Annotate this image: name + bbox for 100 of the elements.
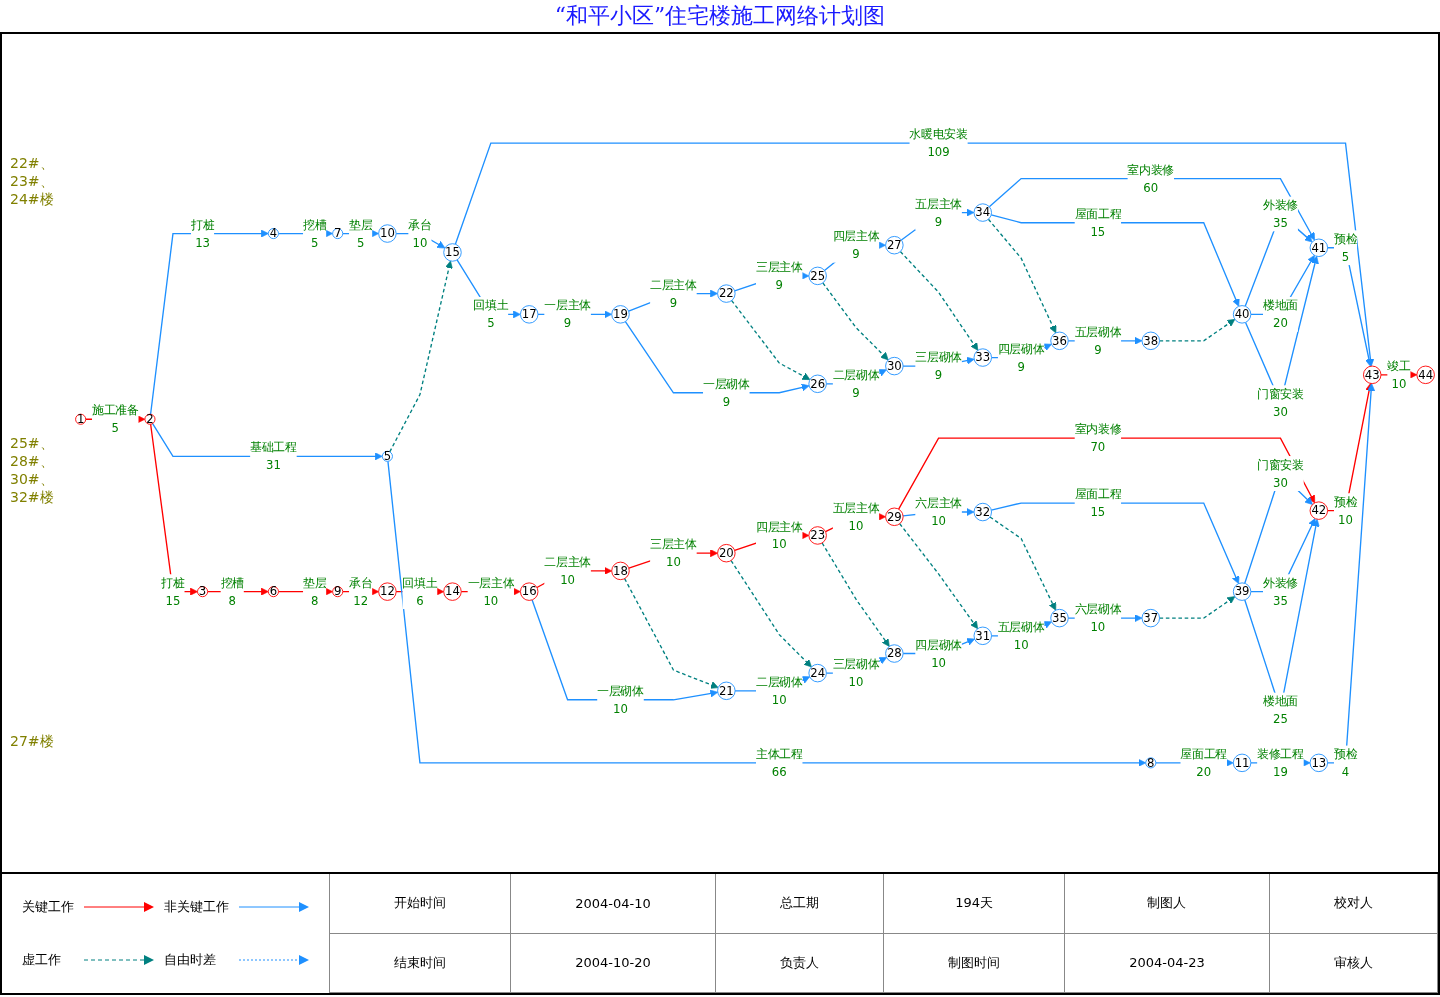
node-circle: 44 (1416, 365, 1435, 385)
arrow (988, 177, 1315, 241)
arrow (821, 542, 890, 647)
edge-label: 预检 5 (1333, 232, 1358, 264)
edge-label: 一层主体 9 (544, 298, 591, 330)
edge-label: 回填土 5 (473, 298, 509, 330)
node-circle: 6 (267, 586, 279, 598)
edge-label: 门窗安装 30 (1257, 387, 1304, 418)
arrow (389, 260, 453, 453)
edge-label: 施工准备 5 (91, 403, 139, 435)
table-text: 制图时间 (884, 933, 1066, 993)
node-circle: 28 (885, 644, 904, 663)
node-circle: 14 (443, 582, 462, 601)
node-circle: 19 (611, 305, 630, 324)
node-circle: 24 (808, 663, 827, 683)
node-circle: 35 (1050, 608, 1069, 628)
edge-label: 五层主体 10 (832, 501, 880, 533)
node-circle: 2 (144, 413, 156, 425)
edge-label: 打桩 15 (161, 575, 185, 607)
edge-label: 竣工 10 (1387, 359, 1411, 391)
table-text: 194天 (884, 874, 1066, 934)
edge-label: 预检 4 (1333, 747, 1358, 779)
lane-label: 27#楼 (10, 733, 55, 751)
edge-label: 屋面工程 20 (1180, 747, 1228, 779)
node-circle: 18 (611, 561, 630, 581)
node-circle: 10 (378, 224, 397, 243)
node-circle: 38 (1141, 331, 1160, 351)
node-circle: 41 (1309, 238, 1329, 257)
arrow (898, 437, 1316, 510)
node-circle: 7 (332, 228, 344, 240)
node-circle: 13 (1309, 753, 1329, 773)
node-circle: 3 (197, 586, 209, 598)
arrow (731, 299, 811, 380)
table-text: 负责人 (715, 933, 884, 993)
node-circle: 1 (75, 413, 87, 425)
node-circle: 17 (520, 305, 539, 324)
edge-label: 外装修 35 (1262, 575, 1298, 607)
node-circle: 27 (885, 236, 904, 255)
edge-label: 一层砌体 10 (597, 684, 644, 716)
edge-label: 主体工程 66 (755, 747, 803, 779)
node-circle: 29 (885, 507, 904, 526)
arrow (822, 282, 889, 361)
table-text: 2004-04-23 (1065, 933, 1270, 993)
node-circle: 20 (717, 543, 736, 563)
node-circle: 16 (520, 582, 539, 601)
node-circle: 15 (443, 243, 462, 262)
node-circle: 12 (378, 582, 397, 601)
table-text: 审核人 (1269, 933, 1438, 993)
lane-label: 25#、28#、30#、32#楼 (10, 435, 55, 507)
edge-label: 挖槽 5 (303, 217, 327, 249)
edge-label: 承台 10 (408, 217, 432, 249)
arrow (1158, 596, 1236, 619)
node-circle: 32 (973, 502, 992, 522)
edge-label: 装修工程 19 (1257, 747, 1304, 779)
edge-label: 外装修 35 (1262, 198, 1298, 230)
arrow (730, 559, 812, 668)
node-circle: 23 (808, 526, 827, 545)
edge-label: 四层砌体 10 (915, 637, 962, 669)
node-circle: 33 (973, 348, 992, 367)
node-circle: 26 (808, 374, 827, 393)
table-text: 校对人 (1269, 874, 1438, 934)
arrow (623, 577, 719, 689)
edge-label: 预检 10 (1333, 494, 1358, 526)
table-text: 开始时间 (330, 874, 512, 934)
edge-label: 四层主体 10 (755, 519, 803, 551)
legend-text: 虚工作 (22, 951, 62, 970)
edge-label: 门窗安装 30 (1257, 457, 1304, 489)
node-circle: 9 (332, 586, 344, 598)
node-circle: 8 (1145, 757, 1157, 769)
node-circle: 22 (717, 284, 736, 303)
edge-label: 基础工程 31 (250, 440, 297, 472)
node-circle: 21 (717, 681, 736, 701)
node-circle: 34 (973, 203, 992, 222)
arrow (987, 218, 1057, 334)
edge-label: 一层主体 10 (467, 575, 515, 607)
table-text: 2004-04-10 (511, 874, 716, 934)
table-text: 2004-10-20 (511, 933, 716, 993)
edge-label: 室内装修 60 (1127, 162, 1175, 194)
lane-label: 22#、23#、24#楼 (10, 155, 55, 209)
edge-label: 二层主体 9 (650, 277, 697, 309)
node-circle: 36 (1050, 331, 1069, 351)
legend-text: 非关键工作 (164, 897, 229, 916)
arrow (1158, 318, 1236, 342)
edge-label: 三层主体 9 (755, 260, 803, 292)
edge-label: 垫层 8 (303, 575, 327, 607)
edge-label: 一层砌体 9 (703, 377, 750, 409)
edge-label: 三层主体 10 (650, 537, 697, 569)
node-circle: 42 (1309, 501, 1329, 520)
node-circle: 4 (267, 228, 279, 240)
edge-label: 楼地面 20 (1262, 298, 1298, 330)
edge-label: 五层主体 9 (915, 196, 962, 228)
table-text: 结束时间 (330, 933, 512, 993)
edge-label: 四层主体 9 (832, 229, 880, 261)
node-circle: 40 (1232, 305, 1252, 324)
arrow (899, 523, 979, 630)
legend-text: 关键工作 (22, 897, 74, 916)
table-text: 总工期 (715, 874, 884, 934)
edge-label: 二层砌体 10 (755, 675, 803, 707)
arrow (387, 460, 1147, 767)
edge-label: 回填土 6 (402, 575, 438, 607)
